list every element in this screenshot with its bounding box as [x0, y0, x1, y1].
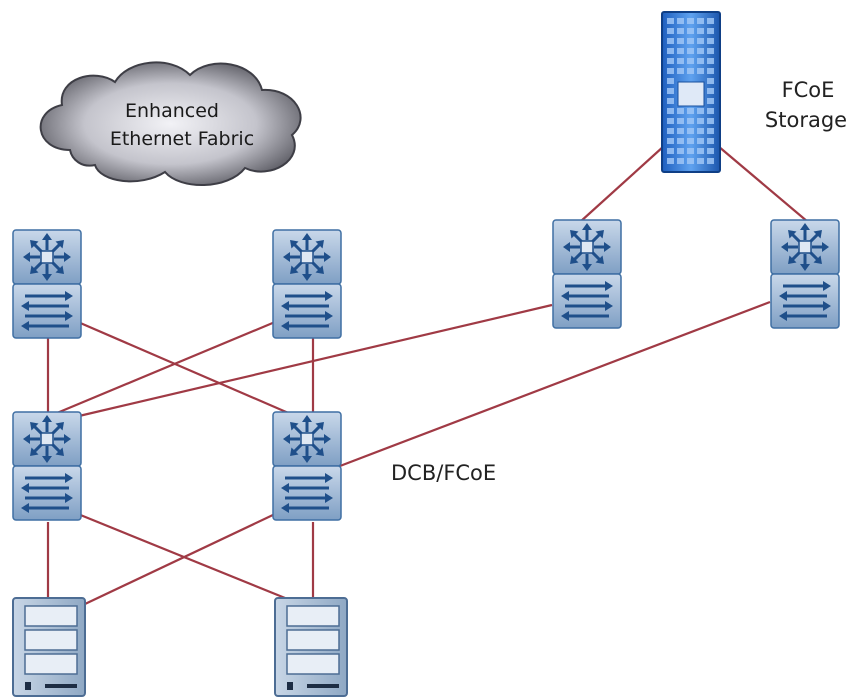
starburst-arrows-icon: [563, 223, 611, 271]
server-bay: [24, 653, 78, 675]
enhanced-ethernet-fabric-cloud: Enhanced Ethernet Fabric: [39, 61, 302, 186]
server-2: [274, 597, 348, 697]
server-slot: [45, 684, 77, 688]
switch-icon: [12, 283, 82, 339]
fcoe-switch-2: [770, 219, 840, 329]
switch-icon: [272, 465, 342, 521]
switch-icon: [552, 273, 622, 329]
starburst-arrows-icon: [23, 415, 71, 463]
cloud-label-line1: Enhanced: [125, 100, 219, 122]
server-bay: [24, 605, 78, 627]
link-layer: [44, 145, 809, 605]
link-fcoe-switch-1-to-access-switch-1: [78, 303, 553, 418]
storage-panel: [677, 81, 705, 107]
link-core-switch-2-to-access-switch-1: [44, 320, 276, 420]
link-fcoe-storage-array-to-fcoe-switch-1: [579, 145, 665, 223]
server-led: [287, 682, 293, 690]
server-led: [25, 682, 31, 690]
bidirectional-arrows-icon: [21, 291, 73, 331]
dcb-fcoe-label: DCB/FCoE: [391, 461, 496, 485]
bidirectional-arrows-icon: [21, 473, 73, 513]
switch-icon: [272, 283, 342, 339]
core-switch-1: [12, 229, 82, 339]
cloud-label-line2: Ethernet Fabric: [110, 128, 254, 150]
server-bay: [286, 629, 340, 651]
link-fcoe-switch-2-to-access-switch-2: [339, 300, 771, 468]
link-access-switch-2-to-server-1: [84, 513, 276, 605]
bidirectional-arrows-icon: [561, 281, 613, 321]
server-slot: [307, 684, 339, 688]
server-bay: [24, 629, 78, 651]
starburst-arrows-icon: [283, 415, 331, 463]
storage-label-line1: FCoE: [782, 78, 835, 102]
cloud-icon: [39, 61, 302, 186]
core-switch-2: [272, 229, 342, 339]
storage-label-line2: Storage: [765, 108, 847, 132]
starburst-arrows-icon: [283, 233, 331, 281]
switch-icon: [770, 273, 840, 329]
access-switch-1: [12, 411, 82, 521]
server-bay: [286, 653, 340, 675]
server-1: [12, 597, 86, 697]
server-bay: [286, 605, 340, 627]
fcoe-storage-array: [661, 11, 721, 173]
link-core-switch-1-to-access-switch-2: [77, 320, 301, 420]
starburst-arrows-icon: [23, 233, 71, 281]
starburst-arrows-icon: [781, 223, 829, 271]
bidirectional-arrows-icon: [779, 281, 831, 321]
access-switch-2: [272, 411, 342, 521]
fcoe-switch-1: [552, 219, 622, 329]
bidirectional-arrows-icon: [281, 473, 333, 513]
switch-icon: [12, 465, 82, 521]
bidirectional-arrows-icon: [281, 291, 333, 331]
link-fcoe-storage-array-to-fcoe-switch-2: [717, 145, 809, 223]
